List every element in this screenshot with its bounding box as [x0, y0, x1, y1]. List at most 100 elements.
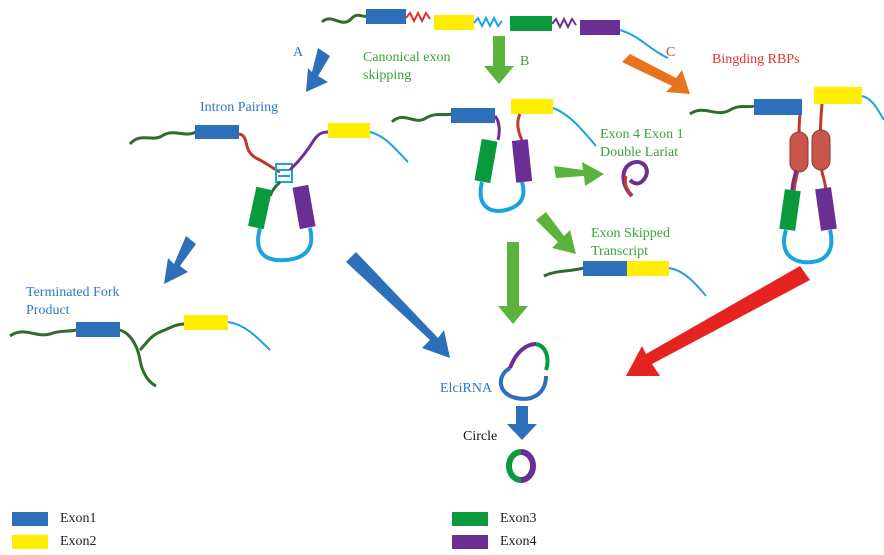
fork-exon1 [76, 322, 120, 337]
ip-purple-intron [288, 130, 329, 172]
pre-mrna-exon4 [580, 20, 620, 35]
arrow-b-green [484, 36, 514, 84]
cs-purple-intron [493, 115, 501, 141]
pre-mrna-intron-cyan [473, 15, 503, 29]
elcirna-loop-purple [508, 342, 537, 369]
legend-exon2: Exon2 [12, 534, 97, 550]
pre-mrna-exon1 [366, 9, 406, 24]
exon-skipped-transcript [543, 261, 707, 297]
arrow-to-exon-skipped [536, 212, 576, 254]
cs-loop [478, 181, 526, 213]
fork-green-tail [119, 322, 185, 388]
cs-exon4 [511, 139, 533, 183]
rbp-intron-right [819, 103, 828, 193]
est-5prime [543, 266, 585, 278]
rbp-loop [782, 229, 834, 265]
ip-loop [256, 227, 314, 263]
elcirna-loop-green [535, 342, 550, 371]
pre-mrna-intron-purple [551, 16, 577, 30]
cs-exon2 [511, 99, 553, 114]
pre-mrna-exon3 [510, 16, 552, 31]
legend-exon4: Exon4 [452, 534, 537, 550]
arrow-to-double-lariat [554, 162, 604, 186]
pre-mrna [320, 9, 669, 59]
rbp-5prime-intron [689, 104, 755, 116]
label-path-a: A [293, 45, 304, 60]
canonical-structure [390, 99, 597, 213]
legend-swatch-exon4 [452, 535, 488, 549]
ip-pairing-box [275, 163, 293, 183]
arrow-to-elcirna-green [498, 242, 528, 324]
label-intron-pairing: Intron Pairing [200, 100, 279, 115]
label-circle: Circle [463, 429, 498, 444]
label-double-lariat-line1: Exon 4 Exon 1 [600, 127, 684, 142]
cs-exon1 [451, 108, 495, 123]
ip-exon3 [248, 186, 272, 230]
fork-5prime [9, 328, 77, 338]
ip-3prime-intron [369, 131, 409, 163]
legend-label-exon4: Exon4 [500, 534, 537, 549]
circle-purple-half [520, 449, 536, 483]
label-binding-rbps: Bingding RBPs [712, 52, 800, 67]
circle-rna [506, 449, 536, 483]
legend-exon1: Exon1 [12, 511, 97, 527]
ip-green-stem [268, 180, 282, 197]
est-exon1 [583, 261, 627, 276]
rbp-exon2 [814, 87, 862, 104]
est-3prime [668, 267, 707, 297]
rbp-purple-link [790, 169, 798, 191]
fork-exon2 [184, 315, 228, 330]
legend-label-exon2: Exon2 [60, 534, 97, 549]
fork-3prime [227, 321, 271, 351]
legend-swatch-exon3 [452, 512, 488, 526]
est-exon2 [627, 261, 669, 276]
legend-label-exon1: Exon1 [60, 511, 97, 526]
label-canonical-line1: Canonical exon [363, 50, 451, 65]
arrow-a-blue [306, 48, 330, 92]
pre-mrna-exon2 [434, 15, 474, 30]
arrow-to-circle [507, 406, 537, 440]
ip-exon4 [292, 184, 316, 230]
rbp-exon1 [754, 99, 802, 115]
cs-exon3 [474, 138, 498, 184]
rbp-protein-left [789, 131, 809, 173]
label-double-lariat-line2: Double Lariat [600, 145, 679, 160]
ip-red-intron [238, 132, 281, 174]
rbp-structure [689, 87, 884, 265]
elcirna-structure [499, 342, 550, 401]
arrow-to-elcirna-blue [346, 252, 450, 358]
pre-mrna-5prime-intron [320, 13, 369, 24]
lariat-red [623, 175, 634, 198]
rbp-protein-right [811, 129, 831, 171]
legend-label-exon3: Exon3 [500, 511, 537, 526]
ip-5prime-intron [128, 130, 197, 146]
circle-green-half [506, 449, 522, 483]
lariat-purple [621, 159, 649, 198]
pre-mrna-3prime-intron [619, 29, 669, 59]
rbp-3prime-intron [861, 95, 884, 121]
cs-3prime-intron [552, 107, 597, 147]
intron-pairing-structure [128, 123, 409, 263]
label-terminated-fork-line1: Terminated Fork [26, 285, 120, 300]
rbp-exon3 [779, 189, 801, 231]
label-elcirna: ElciRNA [440, 381, 493, 396]
arrow-c-orange [622, 54, 690, 94]
ip-exon1 [195, 125, 239, 139]
label-exon-skipped-line2: Transcript [591, 244, 649, 259]
label-canonical-line2: skipping [363, 68, 412, 83]
legend-swatch-exon2 [12, 535, 48, 549]
elcirna-loop-blue [499, 366, 548, 401]
label-terminated-fork-line2: Product [26, 303, 70, 318]
arrow-to-fork [164, 236, 196, 284]
cs-5prime-intron [390, 112, 453, 124]
arrow-to-elcirna-red [626, 266, 810, 376]
pre-mrna-intron-red [405, 10, 431, 24]
cs-red-intron [516, 113, 524, 141]
legend-swatch-exon1 [12, 512, 48, 526]
terminated-fork-product [9, 315, 271, 388]
label-path-c: C [666, 45, 676, 60]
ip-exon2 [328, 123, 370, 138]
label-exon-skipped-line1: Exon Skipped [591, 226, 670, 241]
rbp-exon4 [815, 187, 837, 231]
